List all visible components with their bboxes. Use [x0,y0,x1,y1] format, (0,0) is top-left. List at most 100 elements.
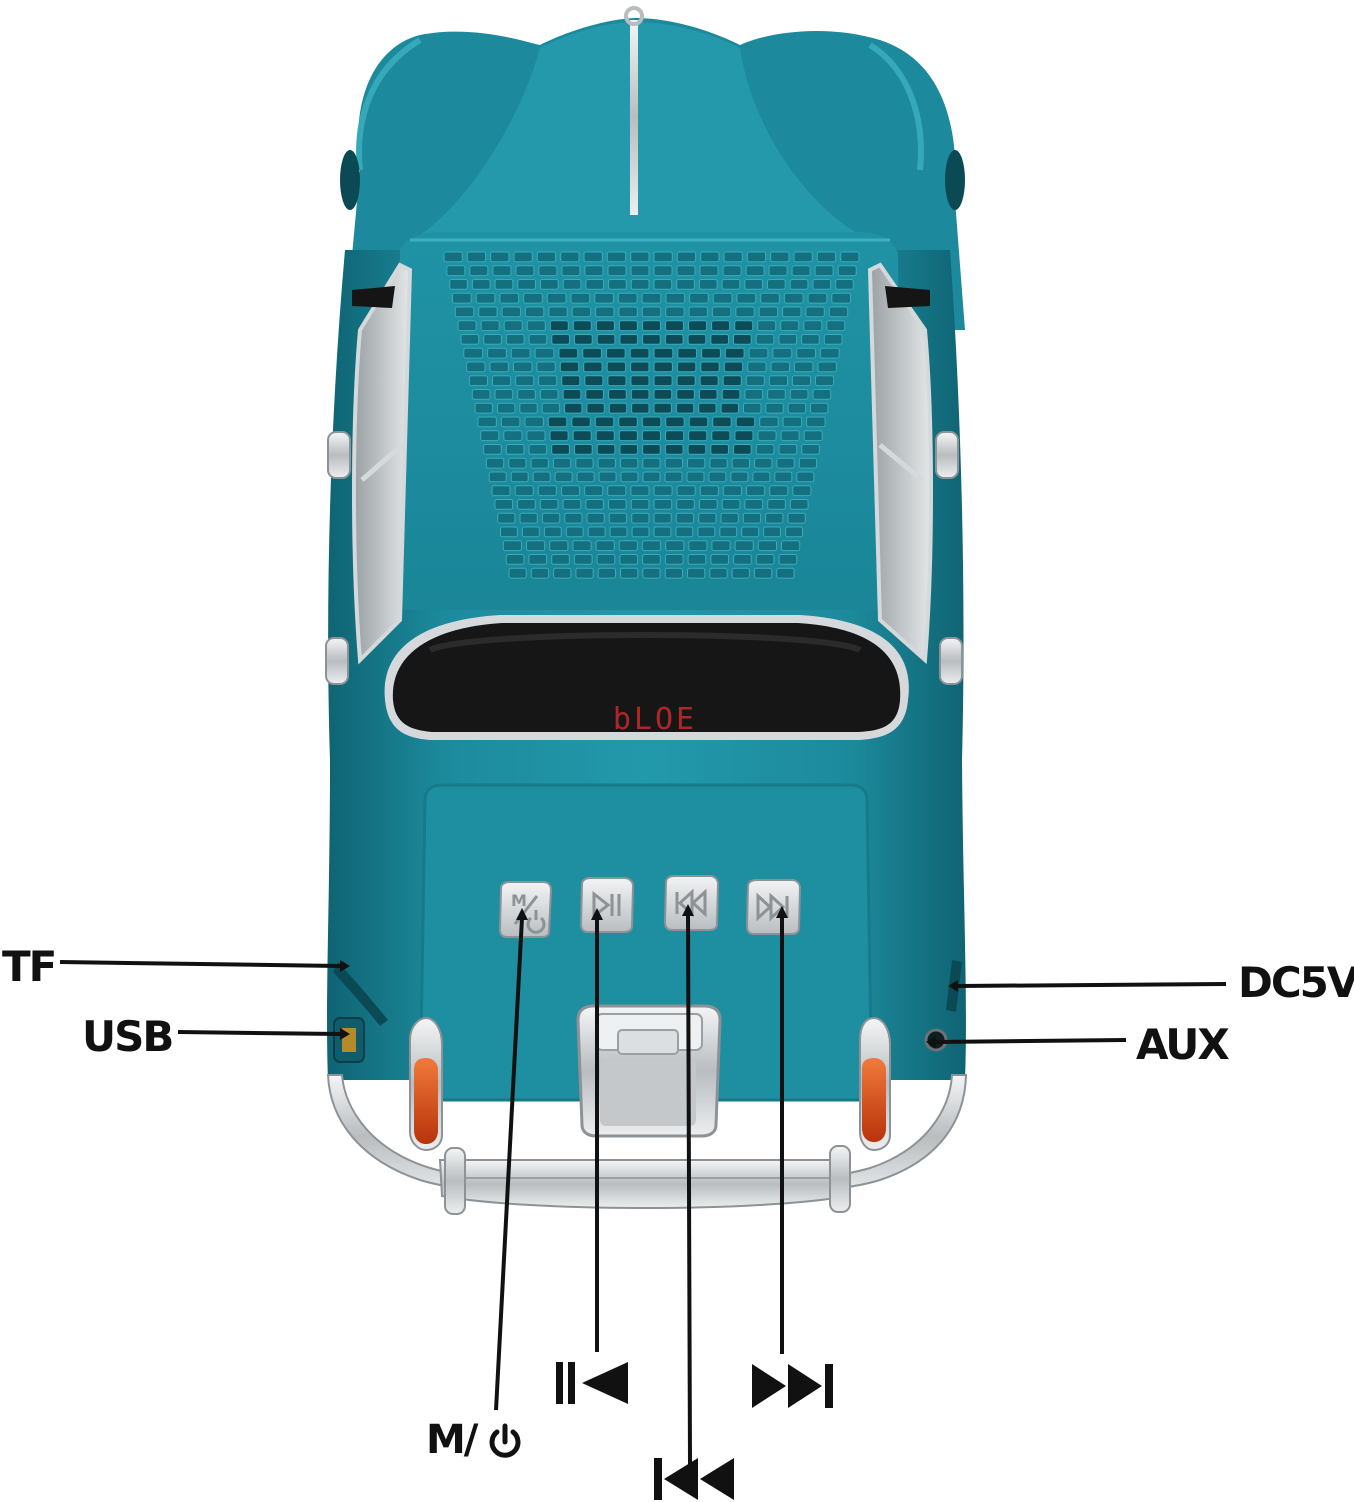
grille-hole [547,416,568,428]
grille-hole [722,265,742,277]
grille-hole [571,416,591,428]
tf-label: TF [2,942,57,991]
grille-hole [598,471,617,483]
grille-hole [631,526,650,538]
grille-hole [630,361,650,373]
grille-hole [609,526,628,538]
tf-slot [333,962,388,1026]
grille-hole [698,402,717,414]
grille-hole [642,457,661,469]
grille-hole [768,265,788,277]
grille-hole [548,306,568,318]
grille-hole [701,347,721,359]
grille-hole [787,402,807,414]
grille-hole [596,334,616,345]
grille-hole [541,402,561,414]
grille-hole [699,485,719,497]
play-pause-button[interactable] [579,877,635,933]
grille-hole [676,251,697,263]
grille-hole [641,306,662,318]
grille-hole [554,471,573,483]
grille-hole [744,279,763,290]
grille-hole [630,389,650,400]
grille-hole [561,375,581,387]
grille-hole [586,402,605,414]
grille-hole [586,512,605,524]
grille-hole [521,526,540,538]
grille-hole [698,279,718,290]
grille-hole [483,444,502,455]
grille-hole [776,567,795,579]
grille-hole [720,512,739,524]
grille-hole [553,567,572,579]
grille-hole [549,320,569,332]
grille-hole [819,347,840,359]
grille-hole [454,306,475,318]
grille-hole [720,402,739,414]
previous-button[interactable] [663,875,720,931]
mode-power-button[interactable]: M [498,881,553,938]
grille-hole [688,416,709,428]
grille-hole [755,334,775,345]
grille-hole [510,347,531,359]
grille-hole [767,499,786,510]
previous-track-icon [654,1458,734,1500]
grille-hole [552,457,572,469]
side-windows [352,262,933,665]
grille-hole [801,334,820,345]
grille-hole [731,457,751,469]
side-mirrors [352,286,930,308]
callout-arrowheads [340,904,958,1048]
grille-hole [743,402,762,414]
grille-hole [664,567,684,579]
grille-hole [687,457,706,469]
grille-hole [752,471,771,483]
grille-hole [618,306,638,318]
grille-hole [642,334,661,345]
grille-hole [653,499,673,510]
grille-hole [748,347,769,359]
grille-hole [688,540,708,552]
grille-hole [653,251,673,263]
grille-hole [767,389,786,400]
grille-hole [619,554,639,565]
grille-hole [778,554,798,565]
grille-hole [735,306,755,318]
play-pause-icon [556,1362,628,1404]
grille-hole [677,347,698,359]
grille-hole [734,540,754,552]
grille-hole [724,347,745,359]
grille-hole [780,430,800,442]
grille-hole [664,444,684,455]
grille-hole [840,251,860,263]
grille-hole [755,554,775,565]
grille-hole [620,471,639,483]
grille-hole [477,416,497,428]
grille-hole [676,265,696,277]
grille-hole [508,457,527,469]
grille-hole [480,320,500,332]
usb-callout-line [177,1030,341,1036]
grille-hole [793,251,813,263]
grille-hole [530,457,549,469]
grille-hole [746,485,766,497]
next-button[interactable] [745,879,802,935]
grille-hole [618,430,638,442]
grille-hole [532,471,551,483]
grille-hole [789,279,809,290]
grille-hole [574,334,593,345]
grille-hole [791,265,811,277]
grille-hole [697,526,716,538]
grille-hole [549,540,569,552]
grille-hole [575,567,594,579]
grille-hole [744,389,764,400]
grille-hole [595,320,615,332]
grille-hole [687,334,707,345]
svg-text:M: M [511,891,527,910]
grille-hole [517,389,536,400]
grille-hole [530,567,550,579]
grille-hole [798,457,818,469]
grille-hole [595,430,615,442]
grille-hole [594,416,615,428]
grille-hole [765,402,784,414]
